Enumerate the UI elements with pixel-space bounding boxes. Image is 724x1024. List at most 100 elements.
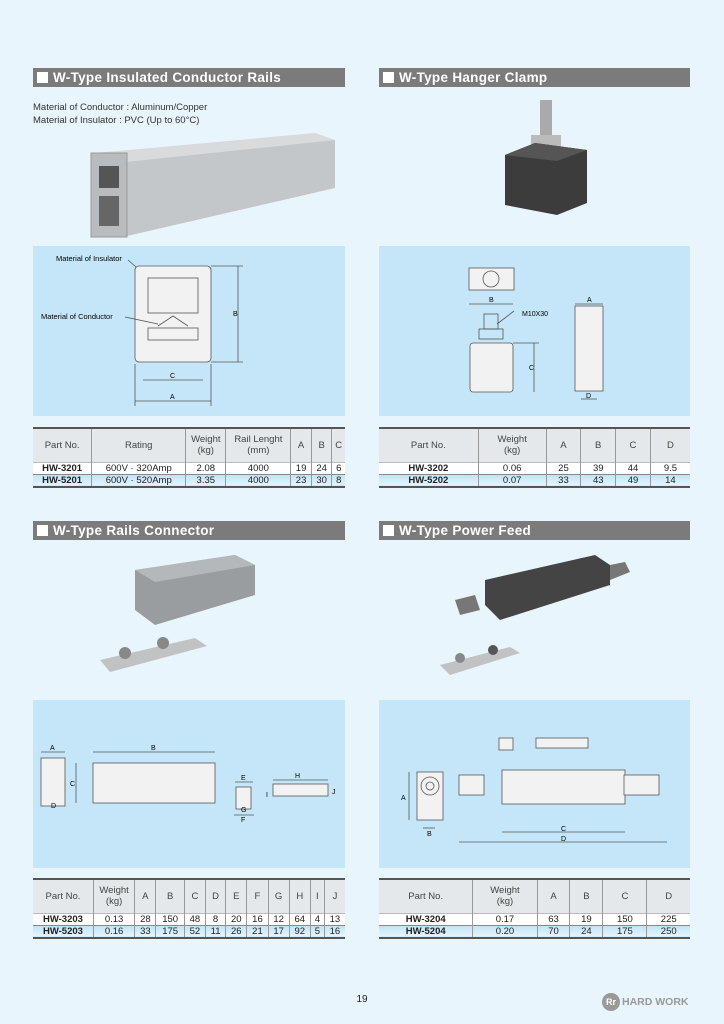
dim-b: B <box>427 831 432 838</box>
column-header: B <box>569 879 603 913</box>
table-cell: 8 <box>331 473 345 487</box>
page-number: 19 <box>356 994 368 1005</box>
dim-b: B <box>489 297 494 304</box>
column-header: Weight (kg) <box>472 879 538 913</box>
feed-diagram-panel: A B C D <box>379 700 690 868</box>
column-header: Weight (kg) <box>92 879 135 913</box>
column-header: H <box>288 879 311 913</box>
label-bolt: M10X30 <box>522 311 548 318</box>
table-cell: 39 <box>580 461 616 474</box>
column-header: Rating <box>91 428 186 462</box>
column-header: Part No. <box>33 879 94 913</box>
dim-c: C <box>561 826 566 833</box>
table-cell: 19 <box>569 912 603 925</box>
column-header: A <box>290 428 312 462</box>
table-cell: 8 <box>204 912 226 925</box>
table-cell: 28 <box>134 912 156 925</box>
column-header: C <box>331 428 345 462</box>
dim-b: B <box>151 745 156 752</box>
table-cell: 9.5 <box>649 461 690 474</box>
part-number-cell: HW-5201 <box>33 473 92 487</box>
table-cell: 12 <box>267 912 290 925</box>
table-cell: 33 <box>134 924 156 938</box>
column-header: C <box>615 428 651 462</box>
part-number-cell: HW-3204 <box>379 912 473 925</box>
column-header: A <box>545 428 581 462</box>
dim-a: A <box>401 795 406 802</box>
section-title: W-Type Insulated Conductor Rails <box>53 70 282 85</box>
table-cell: 4 <box>309 912 325 925</box>
dim-a: A <box>170 394 175 401</box>
column-header: G <box>267 879 290 913</box>
table-cell: 17 <box>267 924 290 938</box>
table-cell: 70 <box>536 924 570 938</box>
table-cell: 0.16 <box>92 924 135 938</box>
column-header: D <box>649 428 690 462</box>
column-header: Rail Lenght (mm) <box>225 428 291 462</box>
part-number-cell: HW-5202 <box>379 473 479 487</box>
table-cell: 49 <box>615 473 651 487</box>
table-cell: 25 <box>545 461 581 474</box>
part-number-cell: HW-3201 <box>33 461 92 474</box>
table-cell: 4000 <box>225 461 291 474</box>
dim-a: A <box>50 745 55 752</box>
rail-profile-drawing: Material of Insulator Material of Conduc… <box>41 254 243 406</box>
dim-b: B <box>233 311 238 318</box>
column-header: D <box>646 879 690 913</box>
table-cell: 16 <box>246 912 269 925</box>
dim-c: C <box>70 781 75 788</box>
column-header: A <box>134 879 156 913</box>
section-header-connector: W-Type Rails Connector <box>33 521 345 540</box>
section-title: W-Type Power Feed <box>399 523 532 538</box>
square-icon <box>383 72 394 83</box>
connector-photo <box>100 555 255 672</box>
dim-c: C <box>529 365 534 372</box>
rails-diagram-panel: Material of Insulator Material of Conduc… <box>33 246 345 416</box>
conductor-material: Material of Conductor : Aluminum/Copper <box>33 102 208 113</box>
table-cell: 225 <box>646 912 690 925</box>
insulator-material: Material of Insulator : PVC (Up to 60°C) <box>33 115 200 126</box>
connector-diagram-panel: A B C D E F G H I J <box>33 700 345 868</box>
column-header: B <box>310 428 332 462</box>
column-header: C <box>602 879 647 913</box>
table-cell: 600V · 520Amp <box>91 473 186 487</box>
table-cell: 52 <box>183 924 206 938</box>
table-cell: 0.17 <box>472 912 538 925</box>
table-cell: 14 <box>649 473 690 487</box>
power-feed-drawing: A B C D <box>401 737 667 843</box>
clamp-diagram-panel: B M10X30 C A D <box>379 246 690 416</box>
table-cell: 64 <box>288 912 311 925</box>
square-icon <box>37 72 48 83</box>
dim-c: C <box>170 373 175 380</box>
table-cell: 0.13 <box>92 912 135 925</box>
part-number-cell: HW-3203 <box>33 912 94 925</box>
dim-e: E <box>241 775 246 782</box>
part-number-cell: HW-5203 <box>33 924 94 938</box>
table-cell: 0.07 <box>477 473 547 487</box>
table-cell: 175 <box>602 924 647 938</box>
table-cell: 48 <box>183 912 206 925</box>
table-cell: 23 <box>290 473 312 487</box>
table-cell: 3.35 <box>185 473 226 487</box>
column-header: B <box>580 428 616 462</box>
table-cell: 16 <box>323 924 345 938</box>
column-header: A <box>536 879 570 913</box>
table-cell: 33 <box>545 473 581 487</box>
section-title: W-Type Rails Connector <box>53 523 215 538</box>
dim-d: D <box>561 836 566 843</box>
table-cell: 0.20 <box>472 924 538 938</box>
label-insulator: Material of Insulator <box>56 254 122 263</box>
